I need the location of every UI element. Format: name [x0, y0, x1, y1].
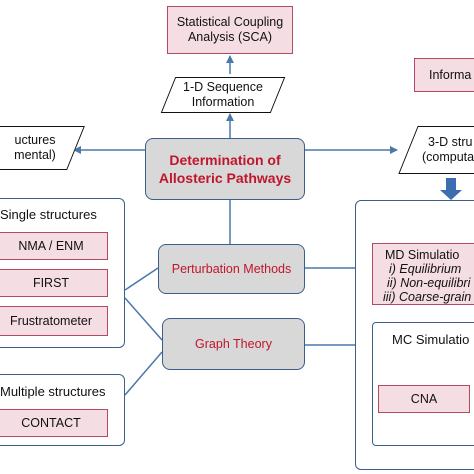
graph-theory-box: Graph Theory	[162, 318, 305, 370]
center-line2: Allosteric Pathways	[158, 170, 292, 186]
sequence-line1: 1-D Sequence	[183, 80, 263, 94]
single-item-frustratometer: Frustratometer	[0, 306, 108, 336]
line-graph-to-single	[124, 297, 163, 341]
md-item1-text: i) Equilibrium	[389, 262, 462, 276]
big-down-arrow	[440, 178, 462, 200]
center-line1: Determination of	[169, 152, 281, 168]
left-structures-line2: mental)	[14, 148, 56, 162]
left-structures-line1: uctures	[14, 133, 56, 147]
md-title: MD Simulatio	[385, 248, 460, 262]
multiple-item-contact: CONTACT	[0, 409, 108, 437]
md-item-coarse-grained: iii) Coarse-grain	[383, 290, 474, 304]
sequence-line2: Information	[191, 95, 255, 109]
md-item-non-equilibrium: ii) Non-equilibri	[383, 276, 474, 290]
sca-line2: Analysis (SCA)	[187, 30, 273, 44]
mc-group	[372, 322, 474, 446]
line-perturbation-to-single	[124, 267, 159, 291]
graph-theory-label: Graph Theory	[195, 337, 272, 351]
sca-line1: Statistical Coupling	[176, 15, 284, 29]
md-item3-text: iii) Coarse-grain	[383, 290, 472, 304]
line-graph-to-multiple	[124, 351, 163, 396]
perturbation-box: Perturbation Methods	[158, 244, 305, 294]
right-structures-line2: (computa	[422, 150, 474, 164]
perturbation-label: Perturbation Methods	[171, 262, 292, 276]
sca-box: Statistical Coupling Analysis (SCA)	[167, 6, 293, 54]
sequence-text: 1-D Sequence Information	[160, 77, 286, 113]
mc-label: MC Simulatio	[392, 332, 470, 347]
single-item-nma: NMA / ENM	[0, 232, 108, 260]
right-structures-text: 3-D stru (computa	[418, 126, 474, 174]
md-item-equilibrium: i) Equilibrium	[383, 262, 474, 276]
single-item-first: FIRST	[0, 269, 108, 297]
right-structures-line1: 3-D stru	[428, 135, 473, 149]
info-box-right: Informa	[414, 58, 474, 92]
multiple-structures-heading: Multiple structures	[0, 384, 106, 399]
center-box: Determination of Allosteric Pathways	[145, 138, 305, 200]
md-box: MD Simulatio i) Equilibrium ii) Non-equi…	[372, 243, 474, 305]
left-structures-text: uctures mental)	[0, 126, 70, 170]
cna-box: CNA	[378, 385, 470, 413]
single-structures-heading: Single structures	[0, 207, 97, 222]
md-item2-text: ii) Non-equilibri	[387, 276, 471, 290]
info-box-label: Informa	[429, 67, 472, 82]
